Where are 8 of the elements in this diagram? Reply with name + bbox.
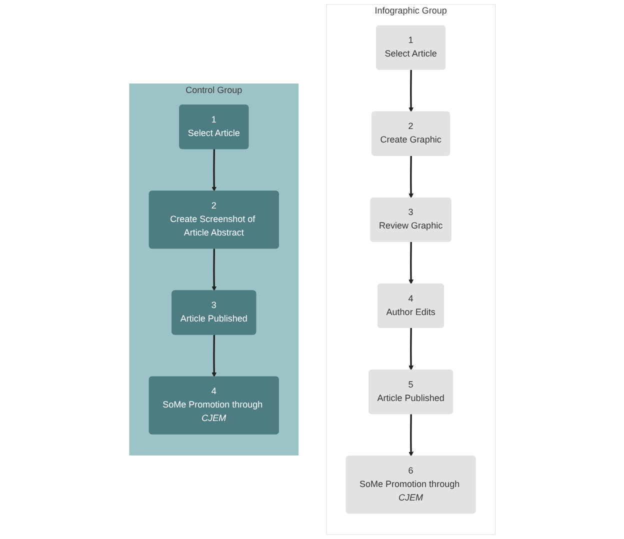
arrow bbox=[408, 328, 414, 370]
arrow bbox=[211, 149, 216, 192]
arrow bbox=[408, 70, 414, 112]
arrow bbox=[211, 248, 216, 292]
arrow bbox=[408, 156, 414, 198]
arrow bbox=[211, 334, 216, 378]
arrow bbox=[408, 414, 414, 456]
arrow bbox=[408, 242, 414, 284]
